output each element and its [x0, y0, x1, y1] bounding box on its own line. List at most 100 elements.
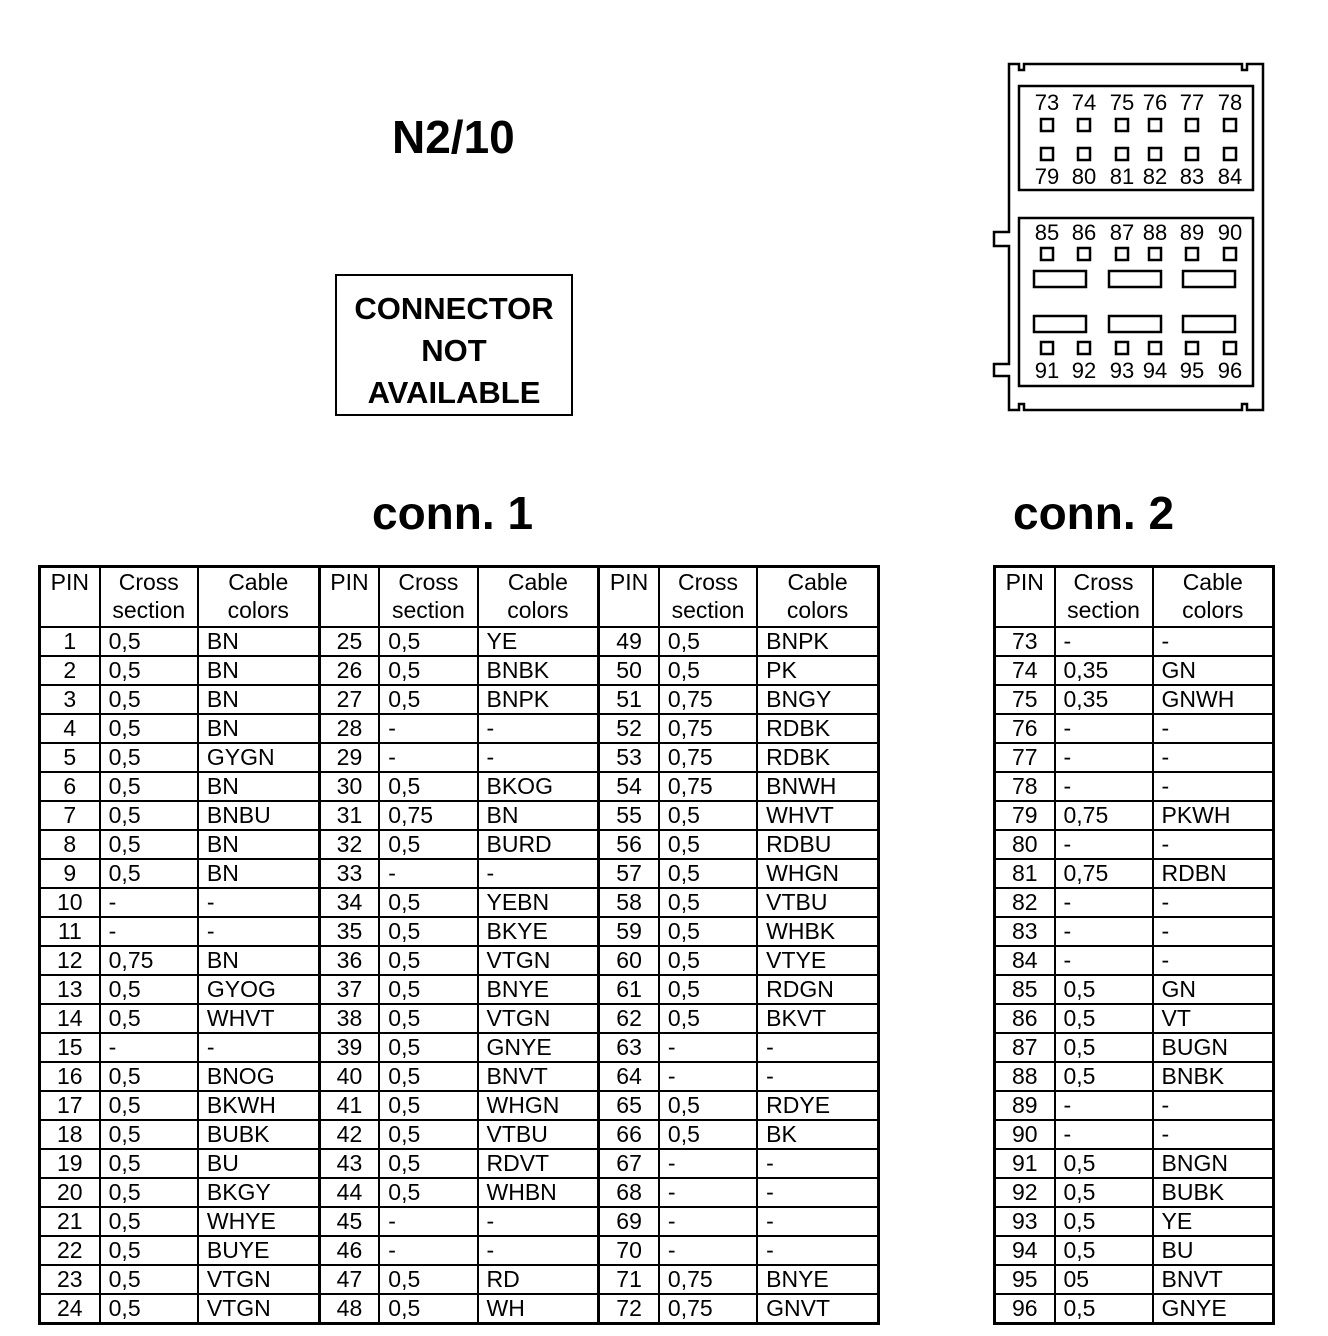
pin-cell: 12: [38, 945, 101, 976]
power-socket-slot: [1181, 314, 1237, 334]
cross-section-cell: 0,5: [378, 1032, 479, 1063]
cross-section-cell: -: [657, 1177, 759, 1208]
cable-color-cell: -: [1151, 916, 1275, 947]
pin-cell: 69: [597, 1206, 660, 1237]
pin-cell: 57: [597, 858, 660, 889]
cross-section-cell: -: [657, 1032, 759, 1063]
pin-socket: [1039, 340, 1055, 356]
pin-socket: [1222, 146, 1238, 162]
pin-cell: 80: [993, 829, 1056, 860]
pin-socket: [1114, 117, 1130, 133]
cable-color-cell: BKYE: [476, 916, 600, 947]
pin-cell: 65: [597, 1090, 660, 1121]
cable-color-cell: BN: [196, 945, 321, 976]
cable-color-cell: BKOG: [476, 771, 600, 802]
pin-cell: 81: [993, 858, 1056, 889]
header-pin: PIN: [317, 565, 381, 628]
cable-color-cell: BNOG: [196, 1061, 321, 1092]
cable-color-cell: BU: [196, 1148, 321, 1179]
pin-number-label: 89: [1180, 220, 1204, 245]
header-pin: PIN: [38, 565, 101, 628]
cable-color-cell: VTGN: [196, 1293, 321, 1325]
cross-section-cell: 0,75: [657, 684, 759, 715]
cross-section-cell: 0,5: [378, 829, 479, 860]
cross-section-cell: -: [1053, 945, 1154, 976]
cross-section-cell: -: [378, 1235, 479, 1266]
cross-section-cell: 0,5: [98, 684, 199, 715]
cable-color-cell: VTYE: [756, 945, 880, 976]
pin-cell: 96: [993, 1293, 1056, 1325]
cross-section-cell: 0,5: [98, 1090, 199, 1121]
cross-section-cell: 0,5: [1053, 1177, 1154, 1208]
cable-color-cell: BURD: [476, 829, 600, 860]
pin-cell: 15: [38, 1032, 101, 1063]
cable-color-cell: WH: [476, 1293, 600, 1325]
cross-section-cell: 0,5: [378, 945, 479, 976]
cross-section-cell: 0,5: [378, 1148, 479, 1179]
pin-cell: 4: [38, 713, 101, 744]
pin-cell: 27: [317, 684, 381, 715]
cable-color-cell: WHBN: [476, 1177, 600, 1208]
table-row: 83--: [993, 916, 1275, 947]
cable-color-cell: -: [1151, 887, 1275, 918]
cable-color-cell: VTGN: [476, 1003, 600, 1034]
pin-cell: 32: [317, 829, 381, 860]
cross-section-cell: 05: [1053, 1264, 1154, 1295]
cable-color-cell: BUGN: [1151, 1032, 1275, 1063]
pin-cell: 18: [38, 1119, 101, 1150]
cable-color-cell: BU: [1151, 1235, 1275, 1266]
cross-section-cell: 0,5: [1053, 1293, 1154, 1325]
pin-cell: 13: [38, 974, 101, 1005]
cross-section-cell: 0,75: [657, 1264, 759, 1295]
cross-section-cell: 0,5: [1053, 974, 1154, 1005]
pin-cell: 33: [317, 858, 381, 889]
pin-cell: 48: [317, 1293, 381, 1325]
pin-cell: 35: [317, 916, 381, 947]
cross-section-cell: -: [1053, 1119, 1154, 1150]
cable-color-cell: BN: [196, 655, 321, 686]
pin-number-label: 83: [1180, 164, 1204, 189]
pin-cell: 43: [317, 1148, 381, 1179]
table-row: 82--: [993, 887, 1275, 918]
cable-color-cell: BKWH: [196, 1090, 321, 1121]
cable-color-cell: VTBU: [476, 1119, 600, 1150]
pin-cell: 3: [38, 684, 101, 715]
pin-socket: [1147, 340, 1163, 356]
cable-color-cell: -: [1151, 626, 1275, 657]
cable-color-cell: RDBU: [756, 829, 880, 860]
cross-section-cell: -: [1053, 887, 1154, 918]
pin-number-label: 92: [1072, 358, 1096, 383]
table-row: 76--: [993, 713, 1275, 744]
cross-section-cell: 0,5: [98, 829, 199, 860]
pin-cell: 8: [38, 829, 101, 860]
pin-cell: 39: [317, 1032, 381, 1063]
cable-color-cell: BN: [476, 800, 600, 831]
cross-section-cell: 0,5: [657, 887, 759, 918]
cable-color-cell: BNWH: [756, 771, 880, 802]
cross-section-cell: 0,5: [378, 655, 479, 686]
pin-cell: 87: [993, 1032, 1056, 1063]
cable-color-cell: BN: [196, 771, 321, 802]
cable-color-cell: BNBK: [476, 655, 600, 686]
cross-section-cell: 0,5: [378, 1061, 479, 1092]
pin-number-label: 84: [1218, 164, 1242, 189]
cross-section-cell: 0,5: [98, 1293, 199, 1325]
pin-number-label: 86: [1072, 220, 1096, 245]
pin-number-label: 81: [1110, 164, 1134, 189]
pin-number-label: 88: [1143, 220, 1167, 245]
cable-color-cell: -: [756, 1177, 880, 1208]
cross-section-cell: 0,5: [378, 1090, 479, 1121]
cable-color-cell: -: [756, 1206, 880, 1237]
power-socket-slot: [1107, 269, 1163, 289]
